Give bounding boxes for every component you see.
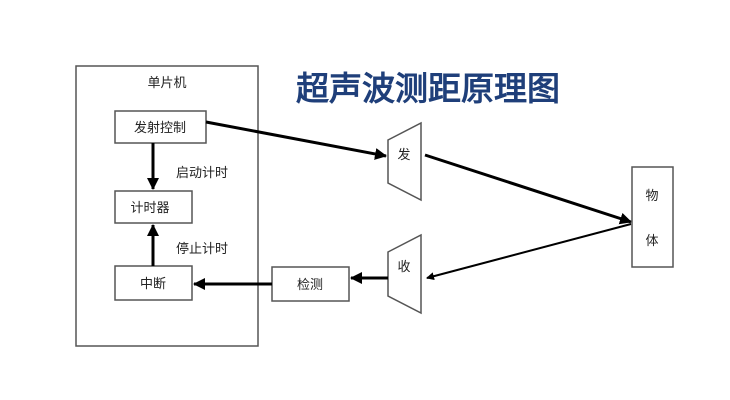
mcu-label: 单片机 bbox=[147, 76, 186, 91]
start-timing-label: 启动计时 bbox=[176, 166, 228, 181]
object-label-1: 物 bbox=[645, 189, 658, 204]
receiver-shape bbox=[387, 233, 422, 315]
transmitter-shape bbox=[387, 121, 422, 202]
receiver-label: 收 bbox=[397, 260, 410, 275]
emit-control-label: 发射控制 bbox=[134, 120, 186, 136]
transmitter-to-object-arrow bbox=[424, 153, 632, 225]
detect-label: 检测 bbox=[297, 278, 323, 293]
interrupt-label: 中断 bbox=[140, 277, 166, 292]
interrupt-box bbox=[114, 265, 193, 301]
transmitter-label: 发 bbox=[397, 147, 410, 163]
timer-box bbox=[114, 190, 193, 224]
timer-label: 计时器 bbox=[130, 201, 169, 216]
emit-to-transmitter-arrow bbox=[205, 120, 387, 160]
object-to-receiver-arrow bbox=[426, 223, 632, 281]
object-label-2: 体 bbox=[645, 234, 658, 249]
object-box bbox=[631, 166, 674, 268]
stop-timing-label: 停止计时 bbox=[176, 241, 228, 257]
emit-control-box bbox=[114, 110, 207, 144]
detect-box bbox=[271, 266, 350, 302]
diagram-title: 超声波测距原理图 bbox=[296, 69, 560, 108]
